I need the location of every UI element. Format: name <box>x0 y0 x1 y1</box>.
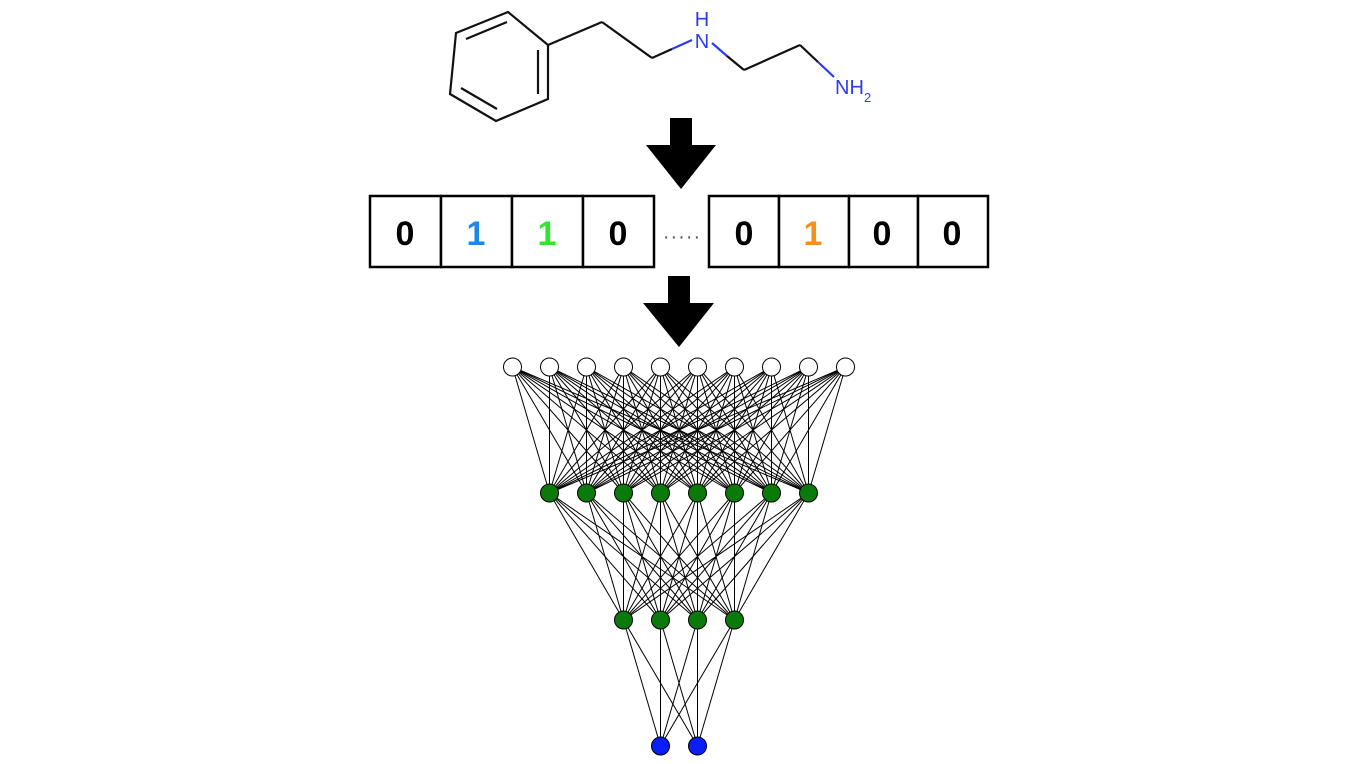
network-connection <box>734 366 846 494</box>
benzene-ring <box>448 10 550 123</box>
nh2-label: NH <box>835 77 864 99</box>
network-connection <box>697 366 846 494</box>
chain-bonds <box>547 20 835 78</box>
network-connection <box>697 492 809 621</box>
network-connection <box>734 492 809 621</box>
network-connection <box>771 366 846 494</box>
input-neuron <box>651 357 670 377</box>
network-connection <box>586 492 624 621</box>
network-connection <box>660 366 846 494</box>
network-connection <box>697 619 735 747</box>
bond-c5-n-dark <box>799 44 819 63</box>
hidden-2-neuron <box>688 610 707 630</box>
bond-c5-n-blue <box>817 61 835 78</box>
hidden-1-neuron <box>762 483 781 503</box>
bond-c1-c2 <box>547 20 603 47</box>
input-neuron <box>762 357 781 377</box>
bit-value: 1 <box>538 215 557 253</box>
bit-ellipsis: ····· <box>663 226 701 248</box>
network-connection <box>660 619 698 747</box>
hidden-1-neuron <box>540 483 559 503</box>
output-neuron <box>651 736 670 756</box>
input-neuron <box>836 357 855 377</box>
benzene-double-bond-2 <box>460 87 498 110</box>
bit-value: 0 <box>943 215 962 253</box>
hidden-1-neuron <box>651 483 670 503</box>
hidden-1-neuron <box>688 483 707 503</box>
bond-c3-n-dark <box>651 47 673 60</box>
left-bit-group: 0 1 1 0 <box>368 194 656 269</box>
bit-value: 0 <box>396 215 415 253</box>
network-connection <box>549 366 772 494</box>
network-connection <box>512 366 550 494</box>
nh2-subscript: 2 <box>864 90 871 105</box>
input-neuron <box>799 357 818 377</box>
network-connection <box>549 366 846 494</box>
bond-n-c4-blue <box>711 42 728 57</box>
input-neuron <box>577 357 596 377</box>
network-connection <box>623 492 809 621</box>
arrow-down-icon <box>646 118 716 189</box>
molecule-structure: H N NH 2 <box>448 9 871 123</box>
bit-cell <box>510 194 585 269</box>
network-connection <box>623 492 661 621</box>
benzene-outer-bonds <box>448 10 550 123</box>
right-bit-group: 0 1 0 0 <box>707 194 990 269</box>
network-connection <box>549 366 698 494</box>
bond-n-c4-dark <box>726 55 745 71</box>
benzene-double-bond-3 <box>465 20 508 41</box>
network-connection <box>623 366 846 494</box>
output-neuron <box>688 736 707 756</box>
bit-value: 0 <box>873 215 892 253</box>
hidden-1-neuron <box>614 483 633 503</box>
bit-cell <box>581 194 656 269</box>
network-connection <box>549 366 809 494</box>
hidden-2-neuron <box>725 610 744 630</box>
bit-value: 1 <box>467 215 486 253</box>
hidden-1-neuron <box>577 483 596 503</box>
network-connection <box>549 366 661 494</box>
neural-network <box>503 357 855 756</box>
network-connection <box>623 492 735 621</box>
network-connection <box>660 619 735 747</box>
nh-nitrogen-label: N <box>695 31 709 53</box>
arrow-down-icon <box>643 276 714 347</box>
network-connection <box>623 619 661 747</box>
bit-cell <box>439 194 514 269</box>
nh-hydrogen-label: H <box>695 9 709 31</box>
bit-cell <box>916 194 990 269</box>
bit-value: 1 <box>804 215 823 253</box>
network-connection <box>586 366 846 494</box>
hidden-1-neuron <box>725 483 744 503</box>
input-neuron <box>503 357 522 377</box>
network-connection <box>623 492 772 621</box>
network-connection <box>808 366 846 494</box>
input-neuron <box>725 357 744 377</box>
bit-value: 0 <box>735 215 754 253</box>
bit-value: 0 <box>609 215 628 253</box>
network-connection <box>549 366 587 494</box>
network-connection <box>549 366 735 494</box>
input-neuron <box>540 357 559 377</box>
hidden-2-neuron <box>651 610 670 630</box>
fingerprint-bit-vector: 0 1 1 0 ····· 0 1 0 0 <box>368 194 990 269</box>
input-neuron <box>688 357 707 377</box>
network-connection <box>549 366 624 494</box>
network-connection <box>549 492 624 621</box>
bond-c2-c3 <box>601 21 653 59</box>
network-connection <box>660 492 809 621</box>
hidden-2-neuron <box>614 610 633 630</box>
hidden-1-neuron <box>799 483 818 503</box>
bond-c3-n-blue <box>671 38 693 51</box>
atom-labels: H N NH 2 <box>695 9 871 105</box>
network-connection <box>623 492 698 621</box>
bond-c4-c5 <box>743 43 801 72</box>
network-connections <box>512 366 846 747</box>
input-neuron <box>614 357 633 377</box>
network-neurons <box>503 357 855 756</box>
